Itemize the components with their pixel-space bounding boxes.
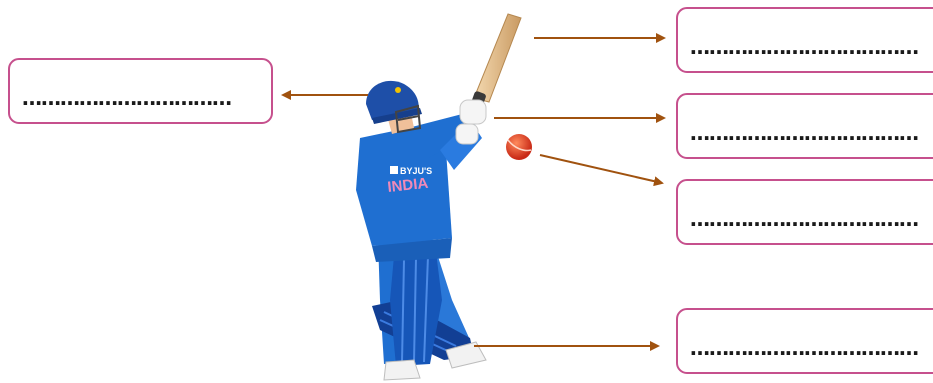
arrow-ball-to-box-3 — [540, 155, 662, 183]
answer-box-right-3[interactable]: ……………………………… — [676, 179, 933, 245]
answer-box-right-4[interactable]: ……………………………… — [676, 308, 933, 374]
blank-line: ……………………………… — [690, 338, 918, 358]
jersey-sponsor: BYJU'S — [400, 166, 432, 176]
answer-box-right-2[interactable]: ……………………………… — [676, 93, 933, 159]
answer-box-left[interactable]: …………………………… — [8, 58, 273, 124]
blank-line: …………………………… — [22, 88, 231, 108]
blank-line: ……………………………… — [690, 37, 918, 57]
ball — [506, 134, 532, 160]
answer-box-right-1[interactable]: ……………………………… — [676, 7, 933, 73]
blank-line: ……………………………… — [690, 123, 918, 143]
blank-line: ……………………………… — [690, 209, 918, 229]
batsman-figure: BYJU'S INDIA — [356, 81, 486, 380]
bat — [469, 14, 521, 112]
